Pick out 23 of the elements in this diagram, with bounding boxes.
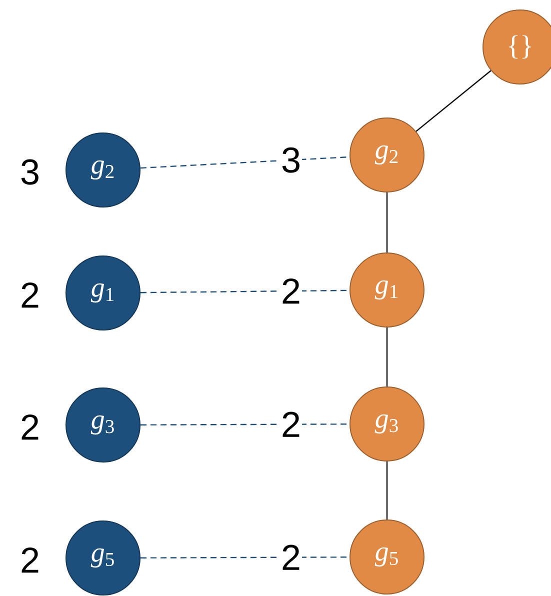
edge-label: 3 [280,146,302,174]
circle-node: {} [482,10,551,84]
edge-label: 2 [280,277,302,305]
number-label: 2 [22,547,38,573]
connector-line [386,328,388,386]
circle-node: g$_{1}$ [66,256,140,330]
edge-label: 2 [280,410,302,438]
connector-line [416,70,492,132]
connector-line [140,424,350,426]
connector-line [386,192,388,252]
circle-node: g$_{1}$ [350,252,424,328]
circle-node: g$_{5}$ [66,520,140,596]
circle-node: g$_{2}$ [350,118,424,192]
number-label: 2 [22,414,38,440]
circle-node: g$_{2}$ [66,132,140,208]
connector-line [386,462,388,520]
number-label: 2 [22,282,38,308]
circle-node: g$_{3}$ [350,386,424,462]
circle-node: g$_{5}$ [350,520,424,594]
number-label: 3 [21,159,38,185]
edge-label: 2 [280,544,302,571]
connector-line [140,556,350,558]
circle-node: g$_{3}$ [66,388,140,462]
